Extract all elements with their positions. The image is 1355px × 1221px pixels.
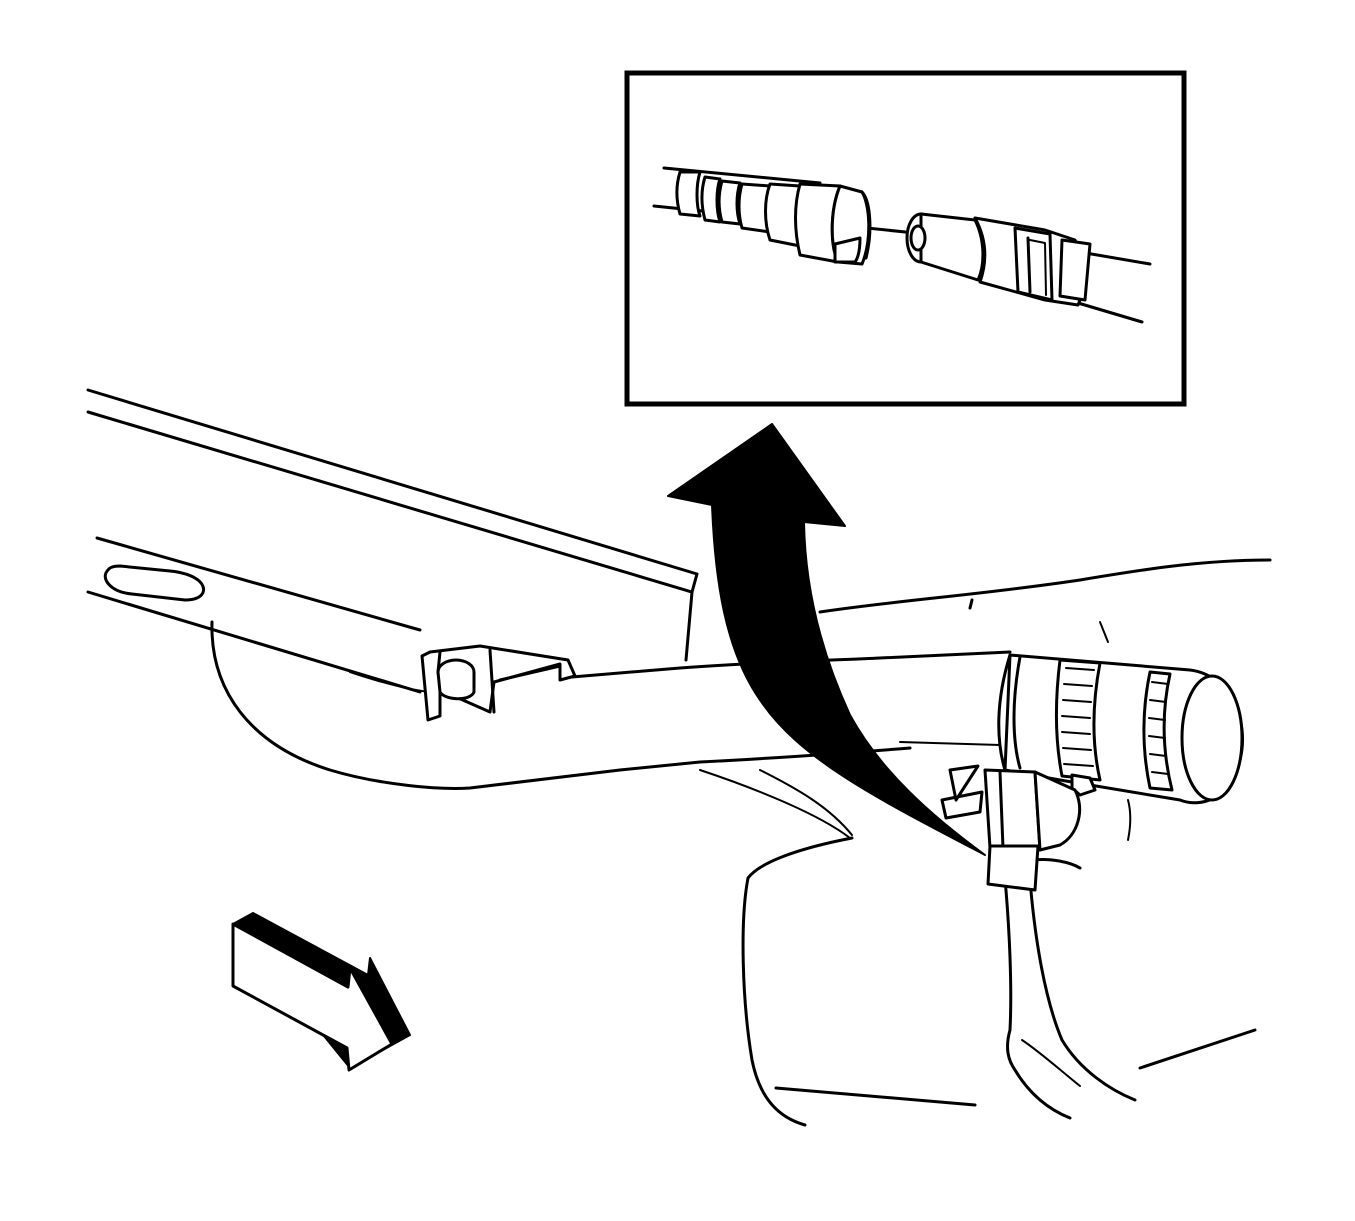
fuel-tank [741, 741, 1257, 1127]
inset-detail-box [624, 70, 1187, 407]
quick-connect-male-end [675, 170, 872, 266]
fuel-line [1002, 866, 1137, 1120]
hose-clamp [1054, 658, 1174, 797]
vehicle-front-arrow-icon [231, 912, 411, 1072]
frame-rail [86, 388, 699, 694]
filler-pipe [818, 558, 1272, 805]
quick-connect-female-end [905, 212, 1092, 307]
line-retaining-clip [940, 764, 1082, 892]
mounting-bracket [420, 644, 577, 722]
detail-callout-arrow [667, 423, 986, 856]
